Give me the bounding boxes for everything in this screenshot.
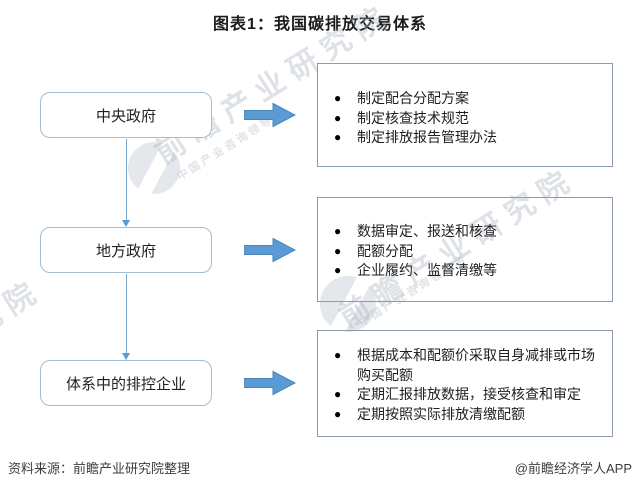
list-item: 配额分配: [330, 242, 595, 262]
connector-arrowhead-icon: [121, 220, 130, 227]
node-label: 地方政府: [95, 242, 156, 260]
list-item: 制定排放报告管理办法: [330, 128, 595, 148]
page-title: 图表1：我国碳排放交易体系: [213, 16, 427, 33]
node-label: 体系中的排控企业: [65, 375, 186, 393]
task-list-local-government: 数据审定、报送和核查 配额分配 企业履约、监督清缴等: [317, 197, 613, 302]
list-item: 制定核查技术规范: [330, 109, 595, 129]
right-arrow-icon: [244, 237, 296, 263]
right-arrow-icon: [244, 370, 296, 396]
list-item: 企业履约、监督清缴等: [330, 261, 595, 281]
list-item: 定期汇报排放数据，接受核查和审定: [330, 385, 595, 405]
node-box-regulated-enterprises: 体系中的排控企业: [40, 360, 212, 406]
source-note: 资料来源：前瞻产业研究院整理: [8, 461, 191, 476]
bullet-list: 数据审定、报送和核查 配额分配 企业履约、监督清缴等: [330, 222, 604, 281]
node-box-local-government: 地方政府: [40, 227, 212, 273]
app-credit: @前瞻经济学人APP: [514, 461, 632, 476]
watermark-partial-text: 究院: [0, 272, 50, 343]
bullet-list: 制定配合分配方案 制定核查技术规范 制定排放报告管理办法: [330, 89, 604, 148]
list-item: 数据审定、报送和核查: [330, 222, 595, 242]
node-label: 中央政府: [95, 107, 156, 125]
connector-line: [125, 274, 127, 353]
task-list-regulated-enterprises: 根据成本和配额价采取自身减排或市场购买配额 定期汇报排放数据，接受核查和审定 定…: [317, 330, 613, 437]
connector-arrowhead-icon: [121, 353, 130, 360]
connector-line: [125, 139, 127, 220]
bullet-list: 根据成本和配额价采取自身减排或市场购买配额 定期汇报排放数据，接受核查和审定 定…: [330, 346, 604, 424]
list-item: 制定配合分配方案: [330, 89, 595, 109]
task-list-central-government: 制定配合分配方案 制定核查技术规范 制定排放报告管理办法: [317, 63, 613, 167]
list-item: 根据成本和配额价采取自身减排或市场购买配额: [330, 346, 595, 385]
list-item: 定期按照实际排放清缴配额: [330, 405, 595, 425]
node-box-central-government: 中央政府: [40, 92, 212, 138]
watermark-logo-icon: [128, 142, 180, 194]
right-arrow-icon: [244, 102, 296, 128]
